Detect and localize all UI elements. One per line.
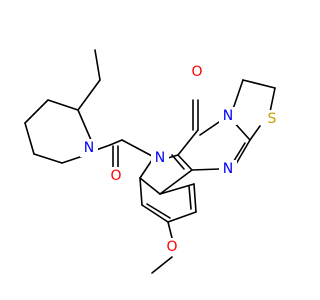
bond [139, 159, 153, 179]
bond [146, 203, 171, 219]
bond [141, 204, 169, 223]
bond [177, 129, 199, 156]
bond [159, 169, 193, 195]
piperidine-nitrogen: N [80, 139, 98, 157]
bond [231, 79, 244, 113]
bond [249, 125, 261, 141]
bonds [24, 49, 276, 274]
bond [139, 177, 143, 206]
bond [199, 119, 223, 136]
carbonyl-oxygen-label: O [191, 64, 202, 80]
bond [47, 99, 79, 111]
bond [235, 139, 251, 165]
amide-oxygen-label: O [110, 168, 121, 184]
bond [95, 144, 111, 151]
bond [109, 139, 123, 146]
bond [24, 122, 35, 155]
bond [269, 87, 276, 113]
bond [94, 49, 101, 81]
bond [159, 183, 195, 195]
bond [151, 256, 173, 274]
piperidine-nitrogen-label: N [84, 140, 94, 156]
indole-nitrogen-label: N [155, 150, 165, 166]
bond [77, 109, 92, 141]
methoxy-oxygen-label: O [166, 239, 177, 255]
bond [167, 211, 197, 223]
pyrimidine-nitrogen-label: N [223, 161, 233, 177]
methoxy-oxygen: O [163, 238, 181, 256]
carbonyl-oxygen: O [188, 63, 206, 81]
bond [61, 155, 84, 164]
bond [242, 79, 276, 89]
fused-nitrogen-label: N [223, 108, 233, 124]
thiazole-sulfur: S [263, 110, 281, 128]
bond [139, 177, 161, 195]
fused-nitrogen: N [219, 107, 237, 125]
bond [177, 154, 193, 171]
bond [121, 139, 153, 157]
bond [167, 154, 179, 159]
amide-oxygen: O [107, 167, 125, 185]
bond [77, 79, 101, 111]
pyrimidine-nitrogen: N [219, 160, 237, 178]
molecule-drawing: O S N N N N O O [24, 49, 281, 274]
bond [191, 168, 221, 171]
bond [33, 153, 63, 164]
bond [188, 185, 192, 210]
bond [171, 154, 185, 170]
structure-canvas: O S N N N N O O [24, 49, 281, 274]
atom-labels: O S N N N N O O [80, 63, 281, 256]
bond [24, 99, 49, 124]
thiazole-sulfur-label: S [268, 111, 277, 127]
indole-nitrogen: N [151, 149, 169, 167]
bond [167, 221, 173, 239]
bond [193, 183, 197, 213]
